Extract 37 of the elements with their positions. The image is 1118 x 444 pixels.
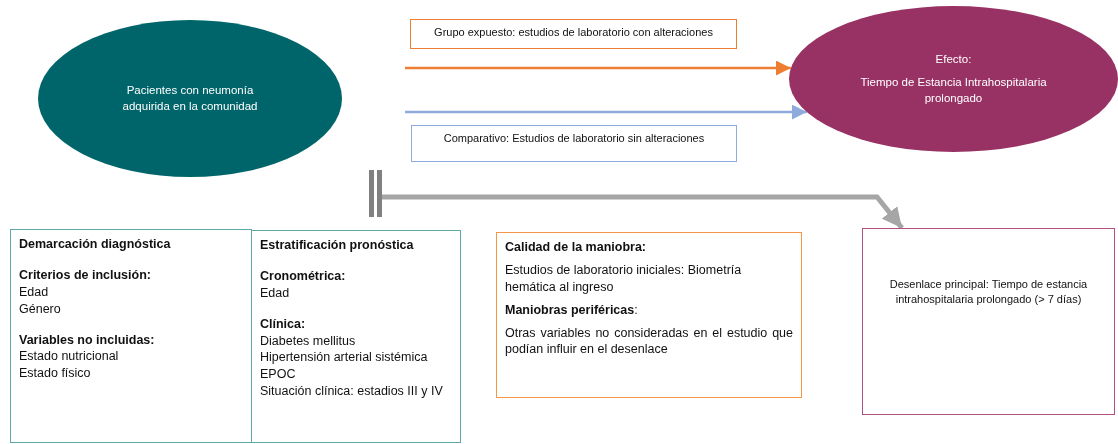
body-text: EPOC <box>260 366 297 384</box>
text-box <box>411 125 737 162</box>
heading: Criterios de inclusión: <box>19 266 152 284</box>
ellipse-label: Pacientes con neumonía adquirida en la comunidad <box>121 83 259 114</box>
text-box <box>496 232 802 398</box>
text-box <box>862 228 1115 415</box>
heading: Estratificación pronóstica <box>260 237 415 254</box>
body-text: Estudios de laboratorio iniciales: Biometría hemática al ingreso <box>505 261 743 296</box>
body-text: Edad <box>260 284 291 302</box>
text-box <box>251 230 461 443</box>
arrow <box>405 104 807 120</box>
ellipse-node <box>38 20 342 177</box>
arrow <box>382 194 904 230</box>
body-text: Género <box>19 300 62 318</box>
heading: Cronométrica: <box>260 267 347 285</box>
arrow <box>405 60 791 76</box>
text-box <box>10 229 252 443</box>
heading: Variables no incluidas: <box>19 331 156 349</box>
box-label: Grupo expuesto: estudios de laboratorio con alteraciones <box>433 25 714 40</box>
double-bar <box>369 170 382 217</box>
heading: Clínica: <box>260 315 307 333</box>
text-box <box>410 19 737 49</box>
heading: Calidad de la maniobra: <box>505 239 647 256</box>
heading: Demarcación diagnóstica <box>19 236 172 253</box>
body-text: Maniobras periféricas: <box>505 301 639 319</box>
body-text: Hipertensión arterial sistémica <box>260 349 429 367</box>
body-text: Diabetes mellitus <box>260 332 357 350</box>
heading: Efecto: <box>935 51 972 67</box>
box-label: Desenlace principal: Tiempo de estancia intrahospitalaria prolongado (> 7 días) <box>888 276 1089 307</box>
body-text: Estado físico <box>19 365 92 383</box>
body-text: Otras variables no consideradas en el estudio que podían influir en el desenlace <box>505 324 793 359</box>
ellipse-node <box>789 6 1118 152</box>
body-text: Edad <box>19 283 50 301</box>
ellipse-label: Tiempo de Estancia Intrahospitalaria prolongado <box>859 75 1048 106</box>
body-text: Estado nutricional <box>19 348 120 366</box>
box-label: Comparativo: Estudios de laboratorio sin alteraciones <box>442 131 706 146</box>
body-text: Situación clínica: estadios III y IV <box>260 383 444 400</box>
